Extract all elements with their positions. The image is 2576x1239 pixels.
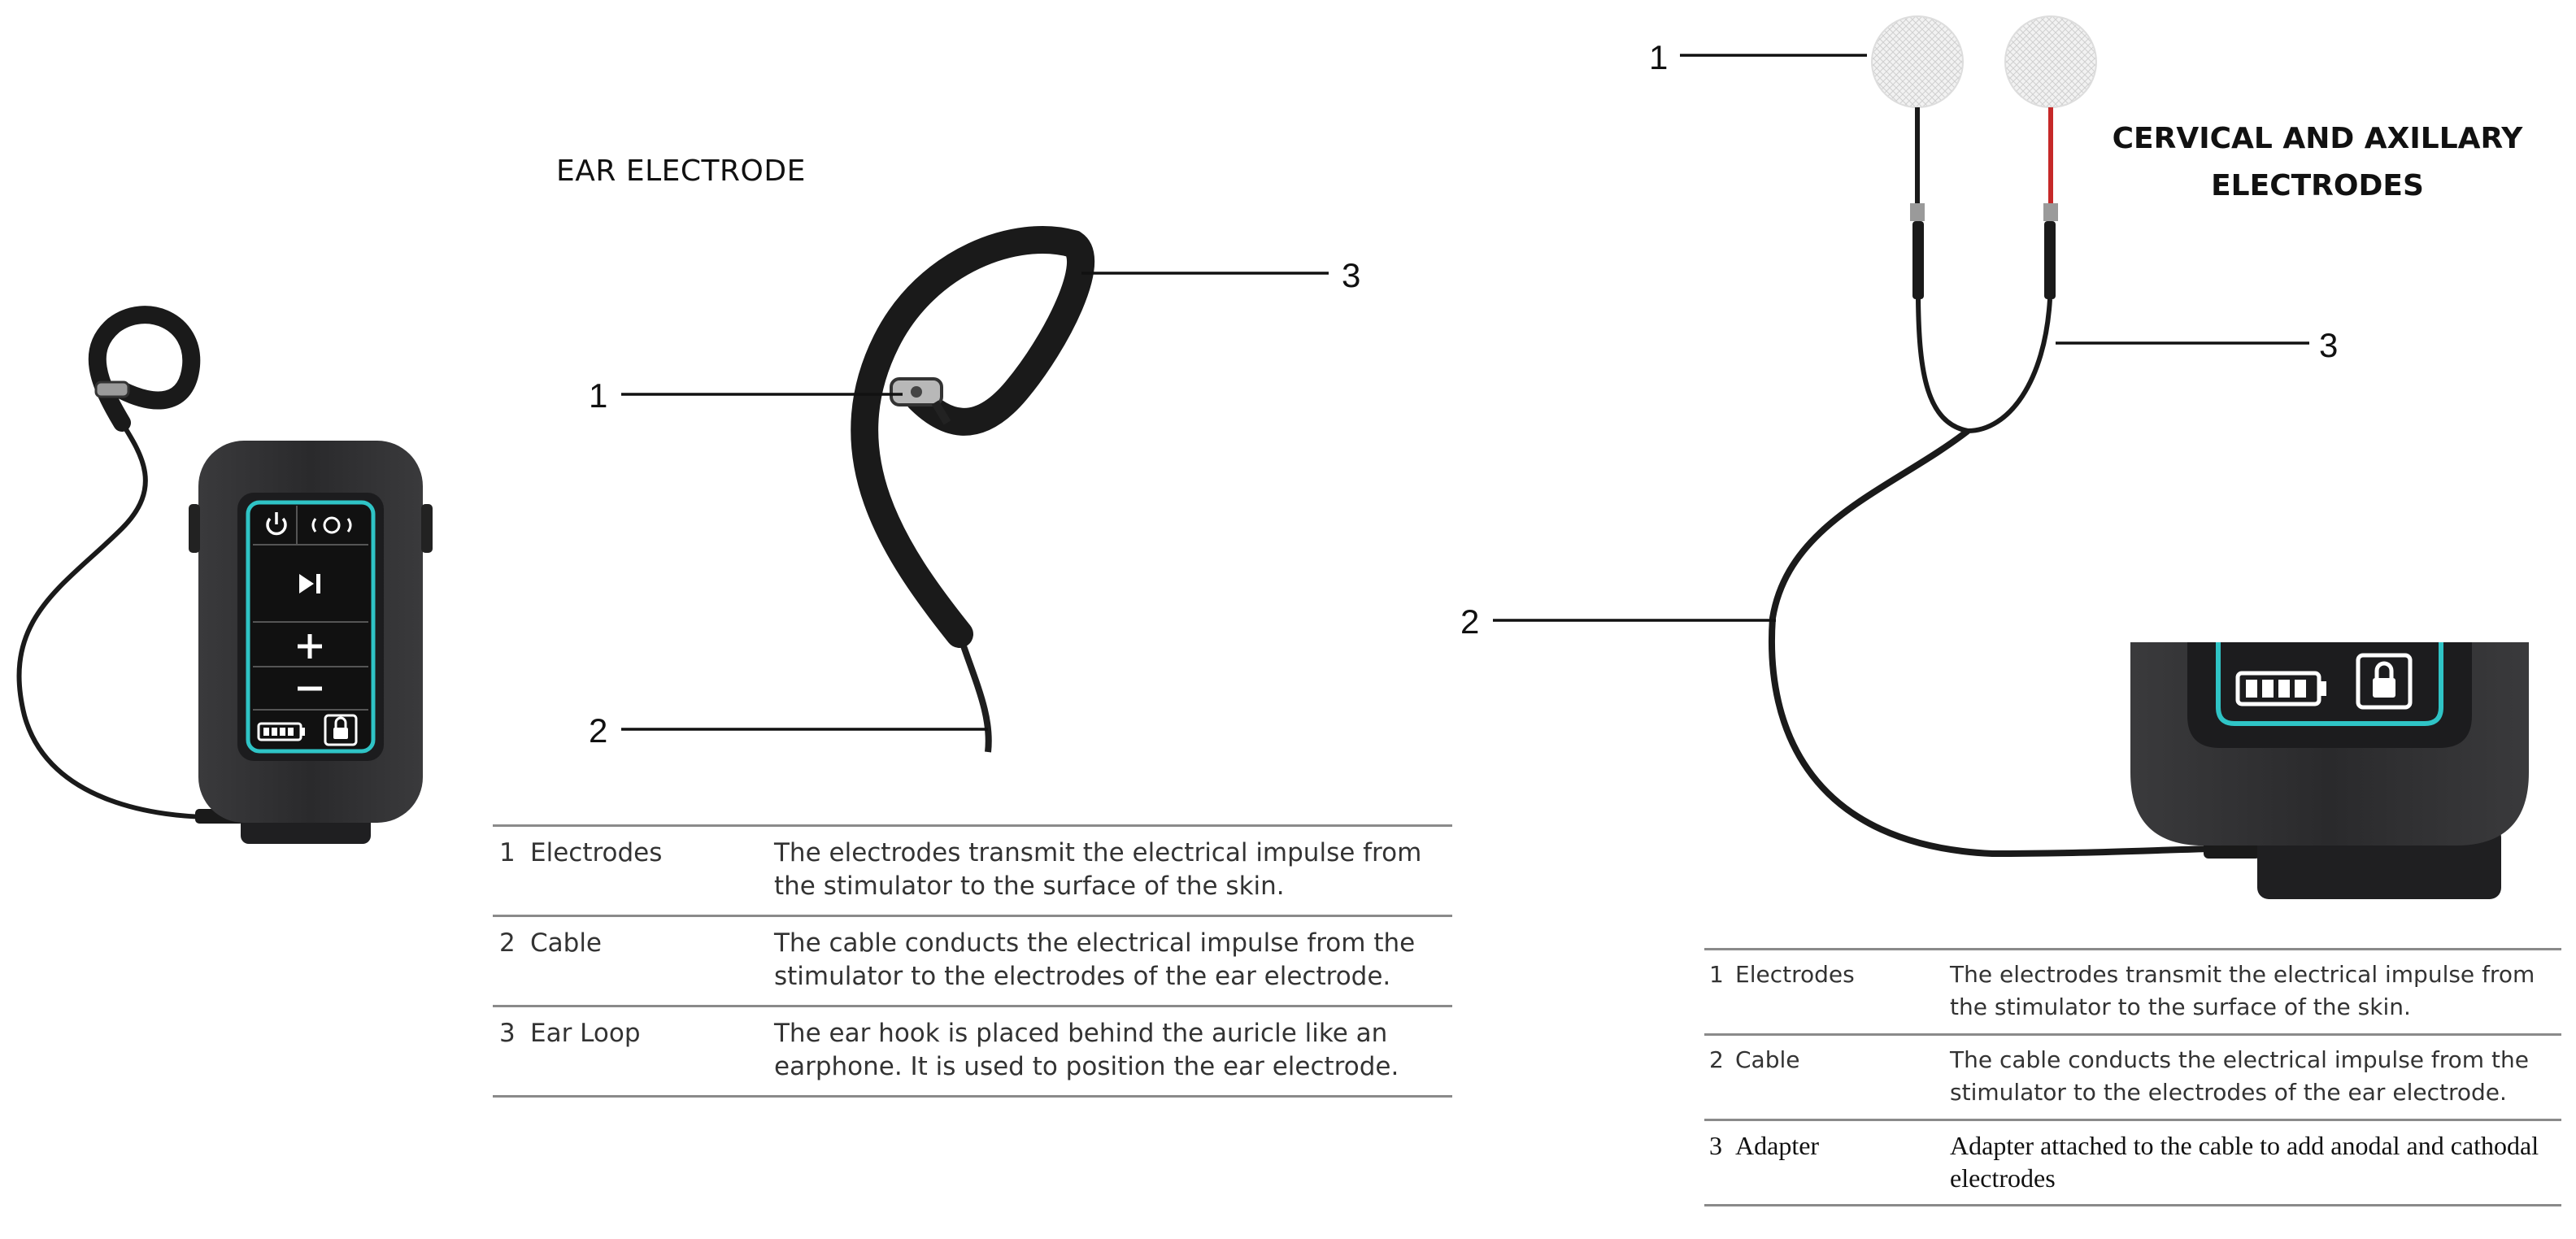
part-number: 1 xyxy=(1709,961,1724,988)
cervical-electrodes-parts-table: 1 Electrodes The electrodes transmit the… xyxy=(1704,948,2561,1206)
cervical-callout-2: 2 xyxy=(1460,602,1480,641)
ear-electrode-title: EAR ELECTRODE xyxy=(556,154,806,188)
cervical-callout-lines xyxy=(1493,54,2309,622)
cervical-electrodes-drawing xyxy=(1769,15,2529,899)
cervical-cable xyxy=(1769,428,2213,858)
part-description: The cable conducts the electrical impuls… xyxy=(774,928,1416,991)
table-row: 1 Electrodes The electrodes transmit the… xyxy=(493,825,1452,916)
electrode-pad-left xyxy=(1871,15,1964,108)
device-cable xyxy=(16,421,214,819)
lock-icon xyxy=(324,714,358,746)
table-row: 3 Ear Loop The ear hook is placed behind… xyxy=(493,1006,1452,1097)
power-icon xyxy=(266,512,287,536)
cervical-callout-1: 1 xyxy=(1649,38,1669,76)
part-number: 2 xyxy=(499,928,516,958)
sound-icon xyxy=(311,516,352,534)
table-row: 2 Cable The cable conducts the electrica… xyxy=(1704,1034,2561,1120)
part-number: 3 xyxy=(499,1019,516,1048)
cervical-axillary-title: CERVICAL AND AXILLARY ELECTRODES xyxy=(2082,115,2553,210)
table-row: 2 Cable The cable conducts the electrica… xyxy=(493,915,1452,1006)
play-pause-icon xyxy=(299,574,320,593)
ear-callout-2: 2 xyxy=(589,711,608,750)
table-row: 1 Electrodes The electrodes transmit the… xyxy=(1704,949,2561,1035)
cervical-title-line2: ELECTRODES xyxy=(2211,169,2424,202)
part-number: 3 xyxy=(1709,1131,1722,1160)
part-description: Adapter attached to the cable to add ano… xyxy=(1950,1131,2539,1193)
lock-icon-large xyxy=(2356,653,2413,710)
cervical-callout-3: 3 xyxy=(2319,326,2339,364)
stimulator-device-left xyxy=(16,306,433,844)
part-name: Ear Loop xyxy=(530,1019,641,1048)
ear-clip-small-icon xyxy=(94,380,130,398)
part-description: The electrodes transmit the electrical i… xyxy=(1950,961,2535,1020)
ear-callout-lines xyxy=(621,272,1329,731)
part-name: Electrodes xyxy=(530,838,663,867)
ear-loop-small xyxy=(88,306,201,432)
table-row: 3 Adapter Adapter attached to the cable … xyxy=(1704,1119,2561,1206)
ear-electrode-cable xyxy=(956,633,992,753)
plus-icon xyxy=(298,634,322,659)
part-description: The cable conducts the electrical impuls… xyxy=(1950,1046,2529,1106)
part-number: 1 xyxy=(499,838,516,867)
battery-icon-large xyxy=(2235,671,2326,706)
part-name: Electrodes xyxy=(1735,961,1855,988)
part-name: Cable xyxy=(530,928,603,958)
cervical-title-line1: CERVICAL AND AXILLARY xyxy=(2112,122,2523,155)
part-number: 2 xyxy=(1709,1046,1724,1073)
electrode-pad-right xyxy=(2004,15,2097,108)
ear-hook xyxy=(851,226,1094,648)
ear-clip-icon xyxy=(890,377,951,425)
ear-electrode-parts-table: 1 Electrodes The electrodes transmit the… xyxy=(493,824,1452,1098)
ear-electrode-drawing xyxy=(851,226,1094,753)
part-name: Cable xyxy=(1735,1046,1800,1073)
part-name: Adapter xyxy=(1735,1131,1820,1160)
battery-icon xyxy=(257,722,305,741)
part-description: The ear hook is placed behind the auricl… xyxy=(774,1019,1399,1081)
ear-callout-1: 1 xyxy=(589,376,608,415)
ear-callout-3: 3 xyxy=(1342,256,1361,294)
part-description: The electrodes transmit the electrical i… xyxy=(774,838,1422,901)
